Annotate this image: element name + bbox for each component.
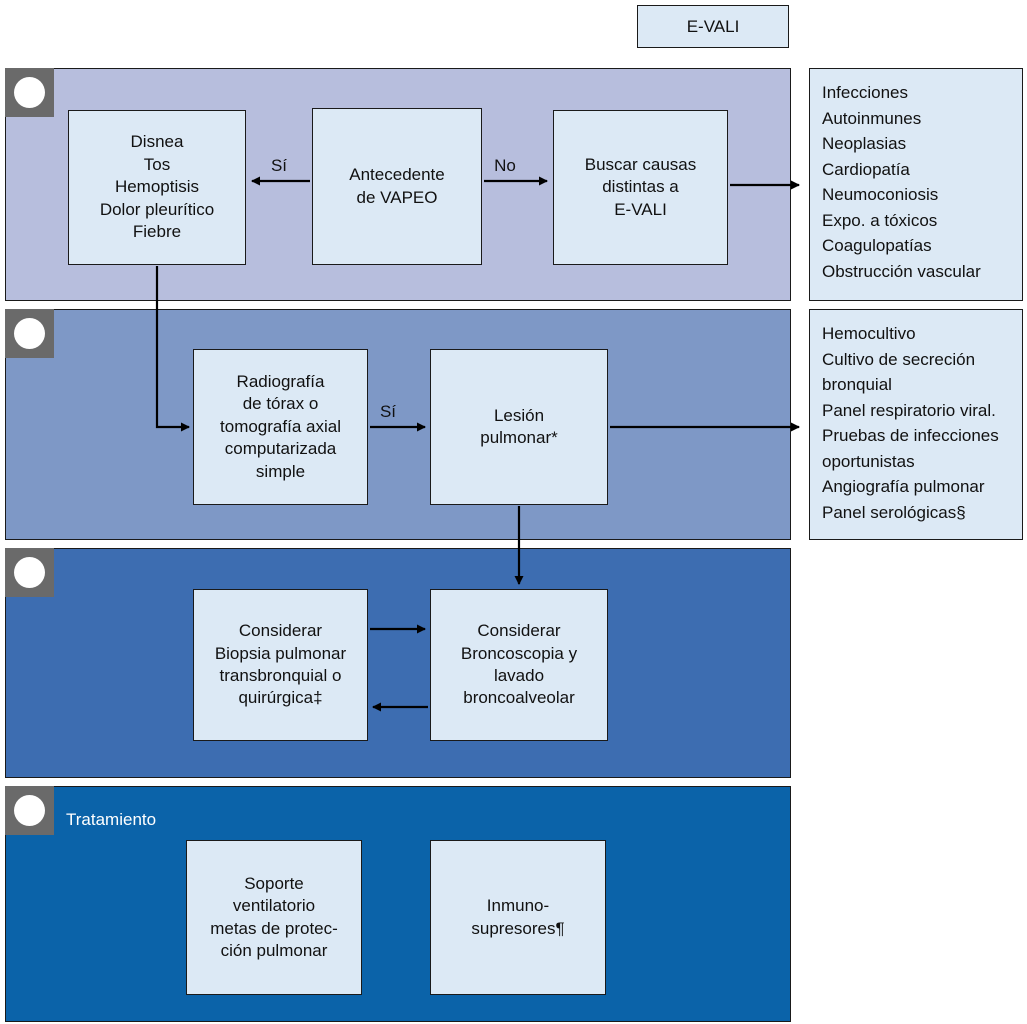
symptoms-box: Disnea Tos Hemoptisis Dolor pleurítico F… [68,110,246,265]
arrow-label-yes-2: Sí [379,402,397,421]
lung-lesion-box: Lesión pulmonar* [430,349,608,505]
step-marker-1 [5,68,54,117]
vaping-history-box: Antecedente de VAPEO [312,108,482,265]
arrow-label-no: No [494,156,516,175]
arrow-label-yes-1: Sí [270,156,288,175]
step-circle-3 [14,557,45,588]
step-marker-4 [5,786,54,835]
title-label: E-VALI [686,16,740,36]
ventilatory-support-box: Soporte ventilatorio metas de protec- ci… [186,840,362,995]
band-4-treatment [5,786,791,1022]
step-circle-2 [14,318,45,349]
step-marker-2 [5,309,54,358]
title-box: E-VALI [637,5,789,48]
band-2-imaging [5,309,791,540]
differential-diagnoses-list: Infecciones Autoinmunes Neoplasias Cardi… [809,68,1023,301]
other-causes-box: Buscar causas distintas a E-VALI [553,110,728,265]
treatment-heading: Tratamiento [66,810,157,829]
bronchoscopy-box: Considerar Broncoscopia y lavado broncoa… [430,589,608,741]
band-3-procedures [5,548,791,778]
radiography-box: Radiografía de tórax o tomografía axial … [193,349,368,505]
biopsy-box: Considerar Biopsia pulmonar transbronqui… [193,589,368,741]
step-circle-4 [14,795,45,826]
step-marker-3 [5,548,54,597]
step-circle-1 [14,77,45,108]
workup-tests-list: Hemocultivo Cultivo de secreción bronqui… [809,309,1023,540]
immunosuppressants-box: Inmuno- supresores¶ [430,840,606,995]
